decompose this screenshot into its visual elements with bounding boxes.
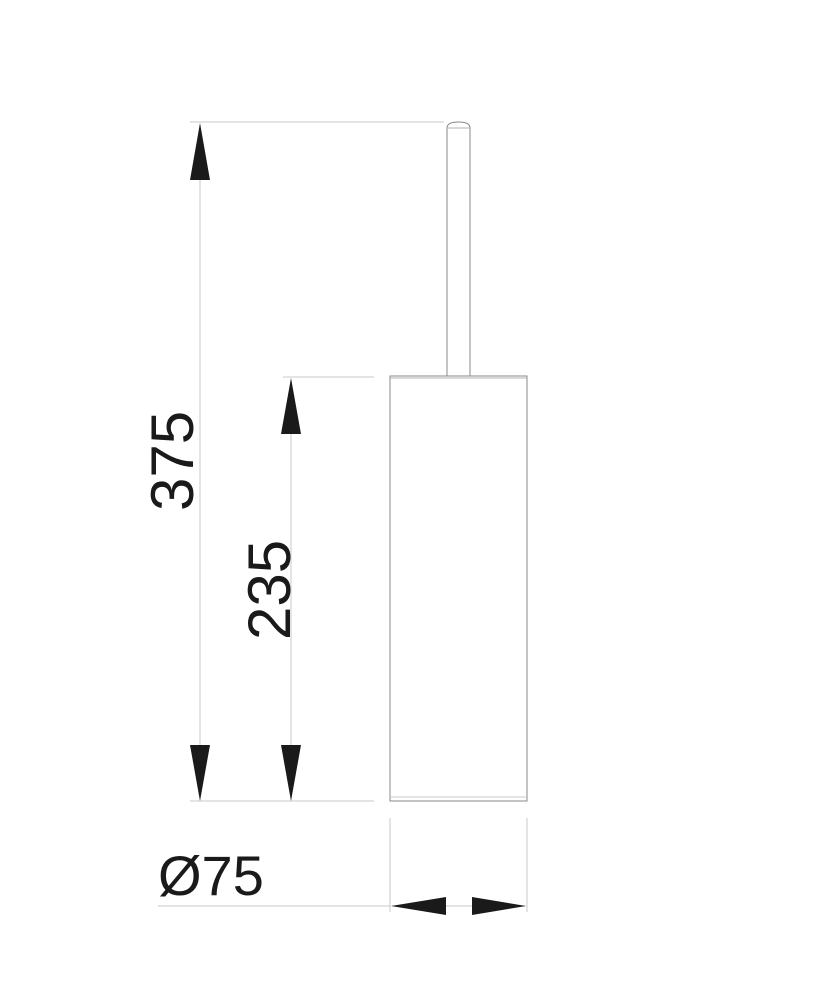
arrowhead-75-right: [472, 897, 526, 915]
arrowhead-75-left: [391, 897, 446, 915]
arrowheads: [190, 123, 526, 915]
arrowhead-235-bottom: [281, 745, 301, 801]
brush-holder-object: [389, 121, 528, 802]
dimension-label-diameter-75: Ø75: [158, 844, 264, 907]
dimension-label-235: 235: [236, 540, 303, 640]
arrowhead-375-top: [190, 123, 210, 180]
extension-lines: [158, 121, 528, 912]
arrowhead-235-top: [281, 378, 301, 434]
brush-handle-cap: [446, 121, 471, 129]
brush-handle: [446, 128, 471, 377]
holder-body: [389, 375, 528, 802]
arrowhead-375-bottom: [190, 745, 210, 801]
dimension-label-375: 375: [139, 411, 206, 511]
